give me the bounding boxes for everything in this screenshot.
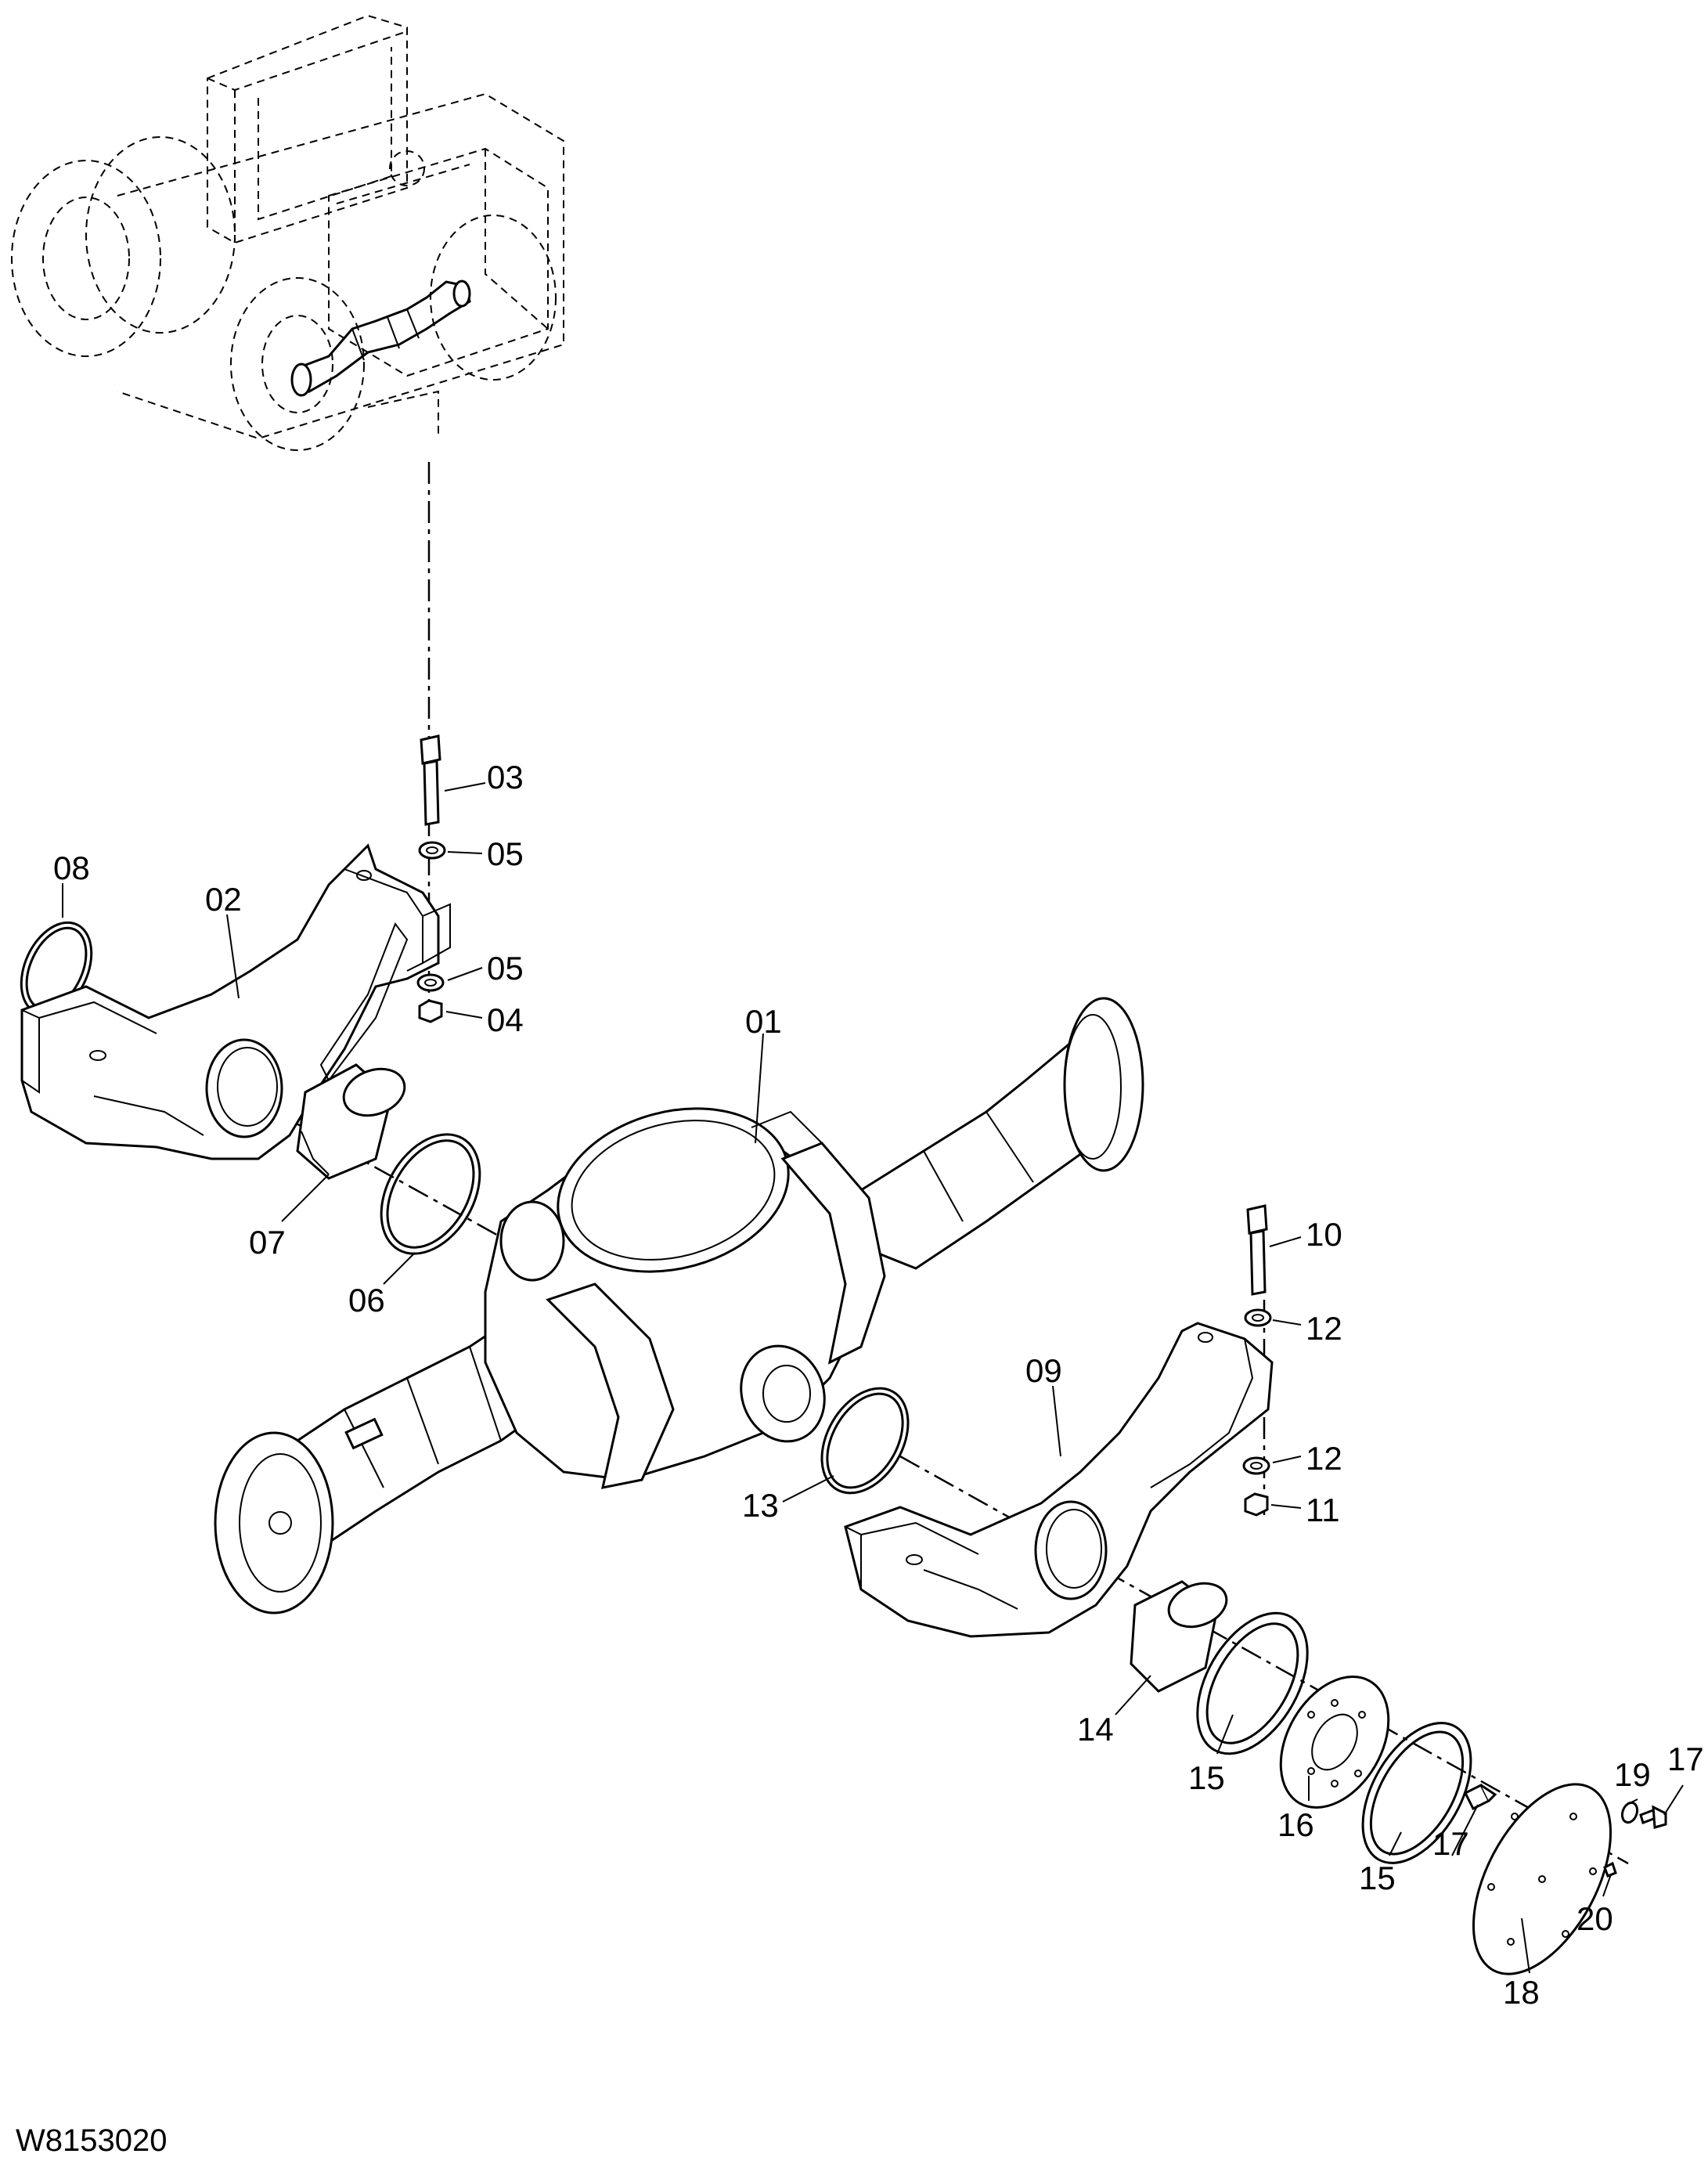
callout-15-second: 15 (1359, 1860, 1396, 1896)
callout-10: 10 (1306, 1216, 1342, 1253)
bolt-10-stack (1242, 1204, 1272, 1517)
shim-15b (1361, 1722, 1472, 1864)
callout-01: 01 (745, 1003, 782, 1040)
callout-03: 03 (487, 759, 524, 795)
shim-15a (1196, 1611, 1309, 1755)
callout-05-upper: 05 (487, 835, 524, 872)
trunnion-bracket-02 (20, 843, 451, 1160)
callout-12-lower: 12 (1306, 1440, 1342, 1477)
assembly-axis-lines (66, 462, 1629, 1865)
callout-leaders (62, 782, 1684, 1974)
bushing-14 (1130, 1580, 1228, 1693)
callout-15-first: 15 (1188, 1759, 1225, 1796)
callout-11: 11 (1306, 1492, 1340, 1528)
lock-washer-19 (1620, 1801, 1639, 1824)
callout-18: 18 (1503, 1974, 1540, 2011)
callout-08: 08 (53, 850, 90, 886)
callout-04: 04 (487, 1001, 524, 1038)
callout-17-long: 17 (1667, 1741, 1704, 1777)
callout-16: 16 (1277, 1806, 1314, 1843)
plate-16 (1279, 1675, 1390, 1809)
callout-06: 06 (348, 1282, 385, 1319)
callout-19: 19 (1614, 1756, 1651, 1793)
callout-17-short: 17 (1432, 1825, 1469, 1862)
callout-07: 07 (249, 1224, 286, 1261)
machine-overview-illustration (11, 14, 564, 451)
callout-14: 14 (1077, 1711, 1114, 1748)
bolt-17b (1639, 1805, 1667, 1829)
callout-12-upper: 12 (1306, 1310, 1342, 1347)
trunnion-bracket-09 (844, 1322, 1274, 1638)
callout-20: 20 (1576, 1900, 1613, 1937)
grease-fitting-20 (1603, 1861, 1617, 1878)
o-ring-13 (820, 1387, 910, 1495)
bolt-17a (1463, 1783, 1497, 1811)
callout-02: 02 (205, 881, 242, 918)
bolt-03-stack (416, 734, 446, 1023)
drawing-code: W8153020 (16, 2123, 168, 2158)
cover-plate-18 (1472, 1783, 1613, 1975)
callout-05-lower: 05 (487, 950, 524, 987)
ring-06 (380, 1133, 481, 1255)
bushing-07 (296, 1063, 406, 1180)
axle-housing-01 (214, 997, 1144, 1614)
callout-09: 09 (1025, 1352, 1062, 1389)
callout-13: 13 (742, 1487, 779, 1524)
